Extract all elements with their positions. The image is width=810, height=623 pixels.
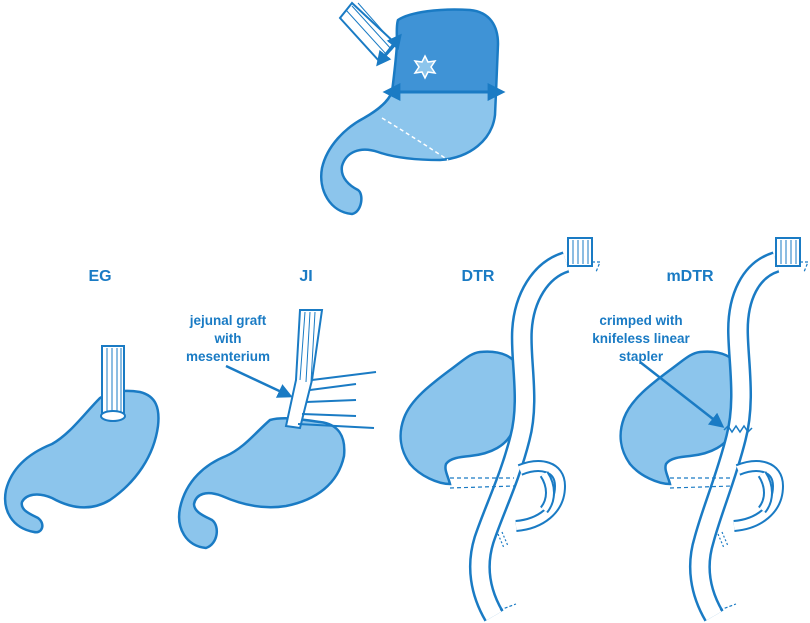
tumor-star-icon: [413, 54, 437, 80]
dtr-illustration: [399, 237, 601, 622]
dtr-esophagojejunal-dash: [592, 261, 601, 273]
ji-annotation-line-1: jejunal graft: [189, 313, 267, 328]
mdtr-crimp-zigzag: [723, 424, 753, 434]
mdtr-bypass-loop: [669, 460, 785, 611]
ji-annotation-line-2: with: [214, 331, 242, 346]
top-stomach-illustration: [320, 1, 506, 216]
mdtr-annotation-line-2: knifeless linear: [592, 331, 690, 346]
mdtr-annotation-line-1: crimped with: [599, 313, 683, 328]
dtr-bypass-loop: [449, 460, 567, 611]
dtr-jejunal-limb: [468, 251, 570, 622]
panel-title-ji: JI: [299, 268, 313, 285]
ji-annotation: jejunal graft with mesenterium: [186, 312, 270, 366]
top-stomach-resected-part: [390, 8, 500, 94]
ji-jejunal-graft: [284, 309, 324, 430]
panel-title-dtr: DTR: [461, 268, 495, 285]
mdtr-esophagus: [775, 237, 801, 267]
mdtr-esophagojejunal-dash: [800, 261, 809, 273]
ji-illustration: [177, 309, 377, 550]
ji-stomach: [177, 417, 346, 550]
top-esophagus-cut-arrow: [376, 33, 402, 67]
eg-stomach: [3, 389, 160, 534]
mdtr-annotation-arrow: [639, 361, 725, 428]
dtr-esophagus: [567, 237, 593, 267]
top-distal-dash-line: [381, 117, 449, 161]
eg-esophagus: [100, 345, 126, 422]
mdtr-jejunal-limb: [688, 251, 781, 622]
ji-annotation-line-3: mesenterium: [185, 349, 271, 364]
mdtr-annotation-line-3: stapler: [618, 349, 664, 364]
ji-mesenterium: [297, 371, 377, 429]
eg-illustration: [3, 345, 160, 534]
mdtr-annotation: crimped with knifeless linear stapler: [592, 312, 690, 366]
mdtr-illustration: [619, 237, 809, 622]
panel-title-eg: EG: [88, 268, 112, 285]
panel-title-mdtr: mDTR: [666, 268, 714, 285]
top-stomach-lower: [320, 90, 498, 216]
ji-annotation-arrow: [225, 364, 293, 398]
